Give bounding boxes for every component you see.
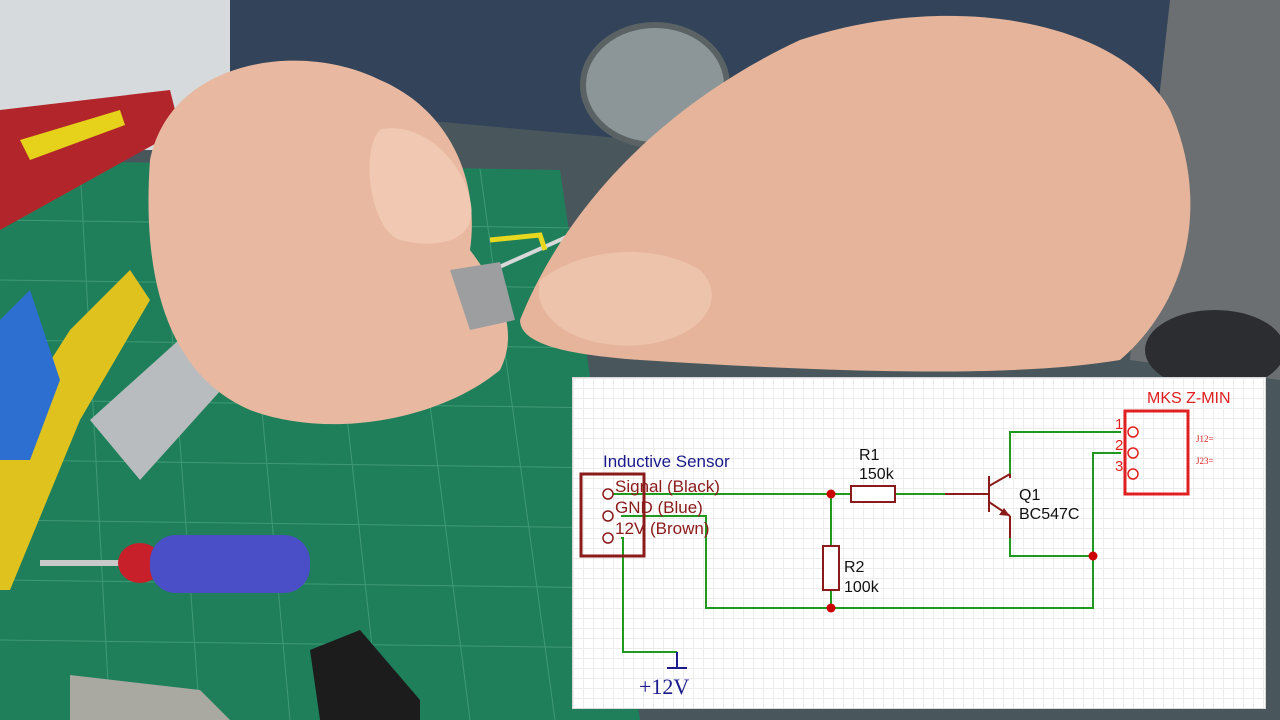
sensor-pin-label-12v: 12V (Brown) [615,519,709,538]
q1-collector-lead [988,473,1011,487]
sensor-pin-3 [602,532,614,544]
wire-collector [1009,431,1121,478]
soldered-joint [450,262,515,330]
junctions [826,489,1098,613]
sensor-pin-1 [602,488,614,500]
q1-emitter-arrow [999,508,1010,516]
yellow-stripper [0,270,150,590]
schematic-panel: Inductive Sensor Signal (Black) GND (Blu… [572,377,1266,709]
sensor-pin-2 [602,510,614,522]
r2-value: 100k [844,579,880,596]
wire-gnd [621,515,1094,609]
zmin-pin-2 [1127,447,1139,459]
screwdriver-handle [150,535,310,593]
zmin-note-j12: J12= [1196,434,1214,444]
blue-handle [0,290,60,460]
wire-emitter [1009,452,1121,557]
sensor-pin-label-gnd: GND (Blue) [615,498,703,517]
sensor-title: Inductive Sensor [603,452,730,471]
r1-value: 150k [859,466,895,483]
zmin-pin-label-3: 3 [1115,458,1123,475]
right-thumb [538,251,712,346]
yellow-cutter [20,110,125,160]
r1-ref: R1 [859,447,880,464]
r2-ref: R2 [844,559,865,576]
sensor-connector-body [579,472,646,558]
supply-label: +12V [639,674,689,699]
pliers-bottom [70,675,230,720]
zmin-pin-1 [1127,426,1139,438]
zmin-pin-label-1: 1 [1115,416,1123,433]
resistor-r1 [850,485,896,503]
junction-emitter [1088,551,1098,561]
resistor-r2 [822,545,840,591]
sensor-connector [579,472,646,558]
transistor-q1 [945,473,1011,538]
zmin-pin-label-2: 2 [1115,437,1123,454]
supply-symbol [667,652,687,669]
zmin-title: MKS Z-MIN [1147,390,1231,407]
junction-signal [826,489,836,499]
red-tool-case [0,90,180,230]
q1-ref: Q1 [1019,487,1040,504]
black-tool [310,630,420,720]
screwdriver-shaft [40,560,150,566]
zmin-connector-body [1123,409,1190,496]
left-thumb [369,128,472,244]
q1-value: BC547C [1019,506,1079,523]
junction-gnd [826,603,836,613]
zmin-note-j23: J23= [1196,456,1214,466]
wire-12v [621,537,677,653]
wire-yellow [489,232,548,251]
circuit-schematic: Inductive Sensor Signal (Black) GND (Blu… [579,390,1231,699]
sensor-pin-label-signal: Signal (Black) [615,477,720,496]
zmin-pin-3 [1127,468,1139,480]
computer-mouse [1145,310,1280,390]
